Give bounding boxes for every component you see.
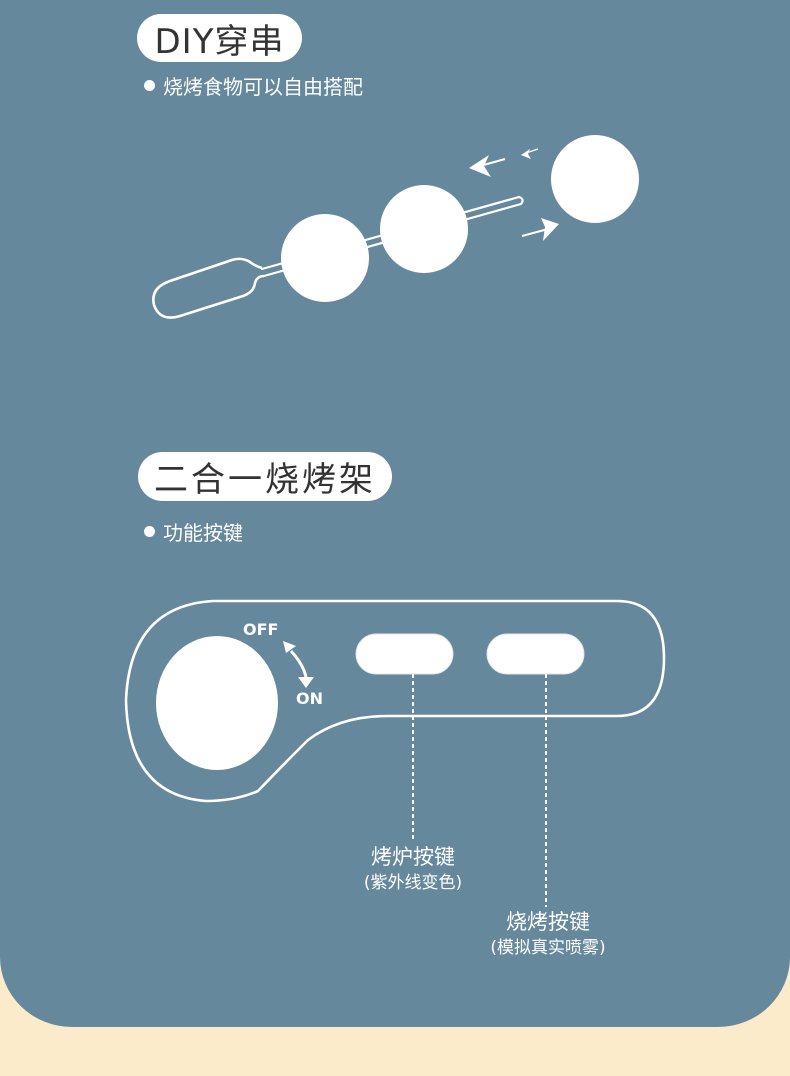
oven-button xyxy=(355,633,454,675)
section-title-diy-skewer: DIY穿串 xyxy=(137,14,302,62)
rotate-arrow-icon xyxy=(283,641,314,688)
bullet-dot-icon xyxy=(144,526,155,537)
knob-off-label: OFF xyxy=(243,620,279,639)
bullet-text: 烧烤食物可以自由搭配 xyxy=(163,75,363,99)
arrow-right-icon xyxy=(521,218,559,241)
knob-dial xyxy=(156,636,278,770)
bullet-text: 功能按键 xyxy=(163,521,243,545)
bullet-dot-icon xyxy=(144,80,155,91)
arrow-left-large-icon xyxy=(469,155,506,177)
food-ball-icon xyxy=(380,185,468,273)
label-main: 烤炉按键 xyxy=(371,845,455,869)
label-sub: (模拟真实喷雾) xyxy=(490,938,606,958)
control-panel-outline xyxy=(124,599,666,803)
section-title-text: DIY穿串 xyxy=(154,21,285,62)
section-bullet: 烧烤食物可以自由搭配 xyxy=(144,71,363,100)
food-ball-icon xyxy=(551,135,639,223)
section-title-text: 二合一烧烤架 xyxy=(154,460,376,500)
illustrations xyxy=(124,135,666,907)
knob-on-label: ON xyxy=(296,689,323,708)
label-sub: (紫外线变色) xyxy=(363,873,463,893)
oven-button-label: 烤炉按键 (紫外线变色) xyxy=(352,843,474,895)
section-bullet: 功能按键 xyxy=(144,517,243,546)
grill-button-label: 烧烤按键 (模拟真实喷雾) xyxy=(478,908,618,960)
blue-panel xyxy=(0,0,790,1027)
label-main: 烧烤按键 xyxy=(506,910,590,934)
control-panel-illustration xyxy=(124,599,666,907)
food-ball-icon xyxy=(281,214,369,302)
grill-button xyxy=(486,633,585,675)
skewer-illustration xyxy=(152,135,639,319)
skewer-handle-icon xyxy=(152,257,265,319)
arrow-left-small-icon xyxy=(521,148,539,159)
section-title-2in1-grill: 二合一烧烤架 xyxy=(138,452,392,501)
